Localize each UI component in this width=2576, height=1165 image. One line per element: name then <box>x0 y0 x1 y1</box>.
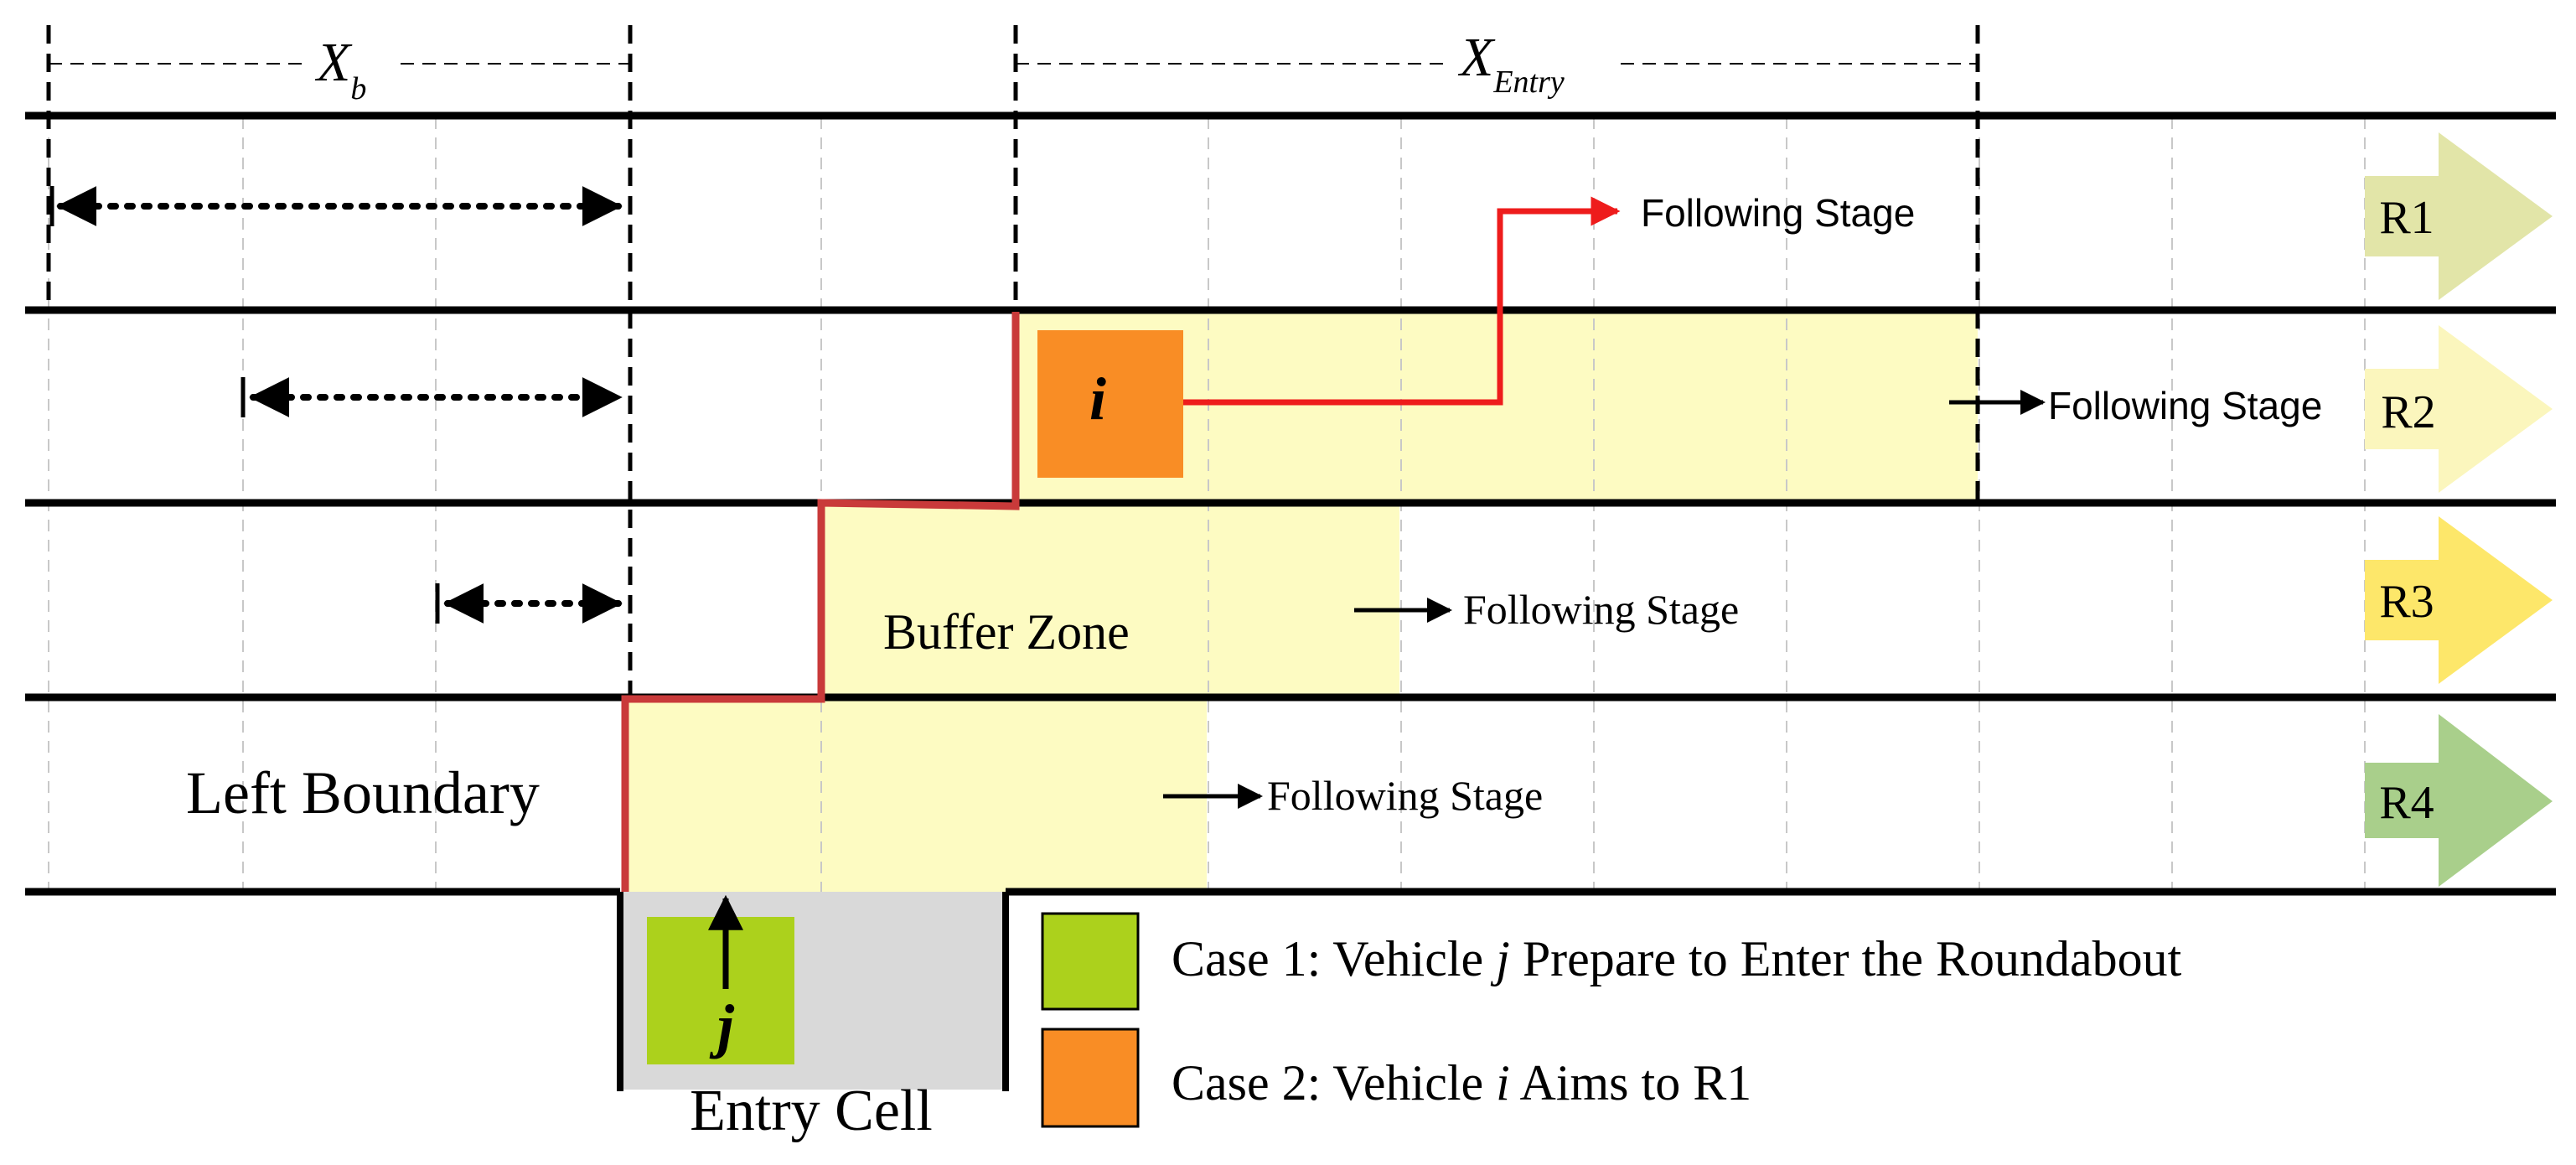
range-arrow-r2 <box>241 377 623 417</box>
legend-text-case-2: Case 2: Vehicle i Aims to R1 <box>1172 1055 1751 1111</box>
legend-swatch-case-1 <box>1041 912 1140 1011</box>
lane-arrow-r1-shape <box>2365 132 2553 300</box>
lane-label-r3: R3 <box>2379 576 2434 628</box>
dimension-line-xb: Xb <box>49 32 630 106</box>
following-stage-r2: Following Stage <box>1949 384 2322 427</box>
following-stage-r3: Following Stage <box>1354 586 1739 633</box>
left-boundary-label: Left Boundary <box>186 759 540 826</box>
entry-cell-walls <box>617 892 1009 1091</box>
buffer-zone-label: Buffer Zone <box>883 604 1130 660</box>
buffer-zone-lane-r4 <box>627 699 1207 892</box>
lane-lines <box>25 111 2556 896</box>
lane-arrow-r4-shape <box>2365 714 2553 887</box>
vehicle-i-label: i <box>1089 365 1106 432</box>
range-arrow-r1 <box>49 186 623 226</box>
lane-label-r2: R2 <box>2381 386 2435 438</box>
xentry-label: XEntry <box>1457 27 1565 100</box>
following-stage-r3-label: Following Stage <box>1463 586 1739 633</box>
range-arrow-r3 <box>435 583 623 624</box>
lane-label-r4: R4 <box>2379 777 2434 829</box>
vehicle-i-box <box>1037 330 1183 478</box>
dimension-line-xentry: XEntry <box>1016 27 1978 100</box>
lane-arrow-r4: R4 <box>2365 714 2553 887</box>
following-stage-r1: Following Stage <box>1641 191 1915 235</box>
entry-cell-label: Entry Cell <box>690 1079 933 1143</box>
legend-swatch-case-2 <box>1041 1028 1140 1128</box>
lane-label-r1: R1 <box>2379 192 2434 244</box>
lane-arrow-r3: R3 <box>2365 516 2553 684</box>
vehicle-j-box <box>647 917 794 1064</box>
xb-label: Xb <box>314 32 366 106</box>
dimension-boundaries <box>46 25 1980 697</box>
following-stage-r4: Following Stage <box>1163 772 1543 819</box>
legend: Case 1: Vehicle j Prepare to Enter the R… <box>1041 912 2182 1128</box>
lane-arrow-r1: R1 <box>2365 132 2553 300</box>
buffer-zone-lane-r3 <box>821 503 1399 697</box>
legend-item-case-2: Case 2: Vehicle i Aims to R1 <box>1041 1028 1751 1128</box>
lane-arrow-r2: R2 <box>2365 325 2553 493</box>
lane-arrow-r2-shape <box>2365 325 2553 493</box>
vehicle-i: i <box>1037 330 1183 478</box>
legend-text-case-1: Case 1: Vehicle j Prepare to Enter the R… <box>1172 931 2182 986</box>
following-stage-r4-label: Following Stage <box>1267 772 1543 819</box>
buffer-boundary-path <box>621 312 1020 892</box>
legend-item-case-1: Case 1: Vehicle j Prepare to Enter the R… <box>1041 912 2182 1011</box>
lane-arrow-r3-shape <box>2365 516 2553 684</box>
vehicle-i-path <box>1183 196 1621 406</box>
vehicle-j: j <box>647 894 794 1064</box>
following-stage-r1-label: Following Stage <box>1641 191 1915 235</box>
following-stage-r2-label: Following Stage <box>2048 384 2322 427</box>
